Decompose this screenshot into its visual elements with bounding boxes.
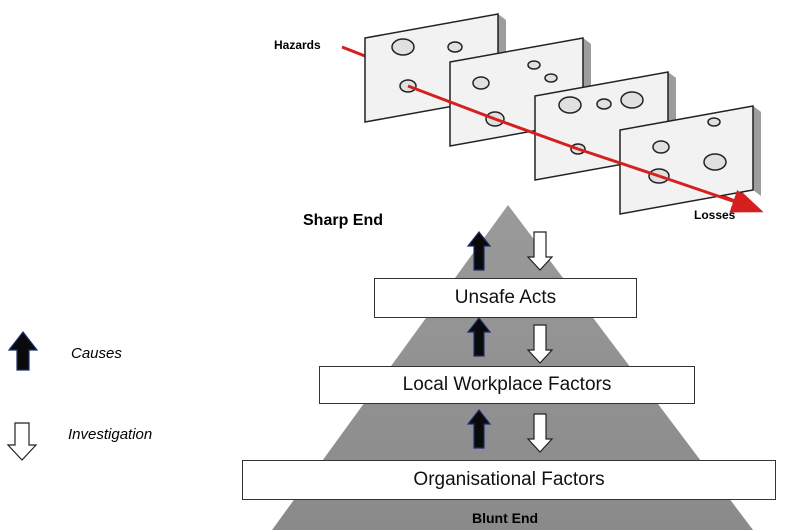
- layer-local-workplace-factors: Local Workplace Factors: [319, 366, 695, 404]
- causes-arrow-icon: [466, 231, 492, 271]
- legend-investigation-label: Investigation: [68, 426, 153, 443]
- blunt-end-label: Blunt End: [472, 510, 539, 526]
- legend-icons: [6, 331, 39, 461]
- losses-label: Losses: [694, 208, 736, 222]
- cheese-slice-4: [619, 105, 761, 215]
- legend-causes-arrow-icon: [7, 331, 39, 371]
- causes-arrow-icon: [466, 317, 492, 357]
- investigation-arrow-icon: [526, 324, 554, 364]
- investigation-arrow-icon: [526, 413, 554, 453]
- investigation-arrow-icon: [526, 231, 554, 271]
- layer-unsafe-acts: Unsafe Acts: [374, 278, 637, 318]
- swiss-cheese-model: [341, 13, 764, 215]
- layer-label: Local Workplace Factors: [402, 374, 612, 395]
- legend-causes-label: Causes: [71, 345, 122, 362]
- hazards-label: Hazards: [274, 38, 321, 52]
- losses-arrow-head: [658, 174, 762, 213]
- hazard-arrow-segment: [577, 147, 660, 178]
- legend-investigation-arrow-icon: [6, 422, 38, 461]
- layer-label: Organisational Factors: [413, 469, 605, 490]
- sharp-end-label: Sharp End: [303, 212, 384, 229]
- layer-organisational-factors: Organisational Factors: [242, 460, 776, 500]
- hazard-arrow-segment: [407, 84, 496, 121]
- hazard-arrow-segment: [494, 117, 579, 151]
- causes-arrow-icon: [466, 409, 492, 449]
- layer-label: Unsafe Acts: [454, 287, 557, 308]
- pyramid-arrows: [466, 231, 554, 453]
